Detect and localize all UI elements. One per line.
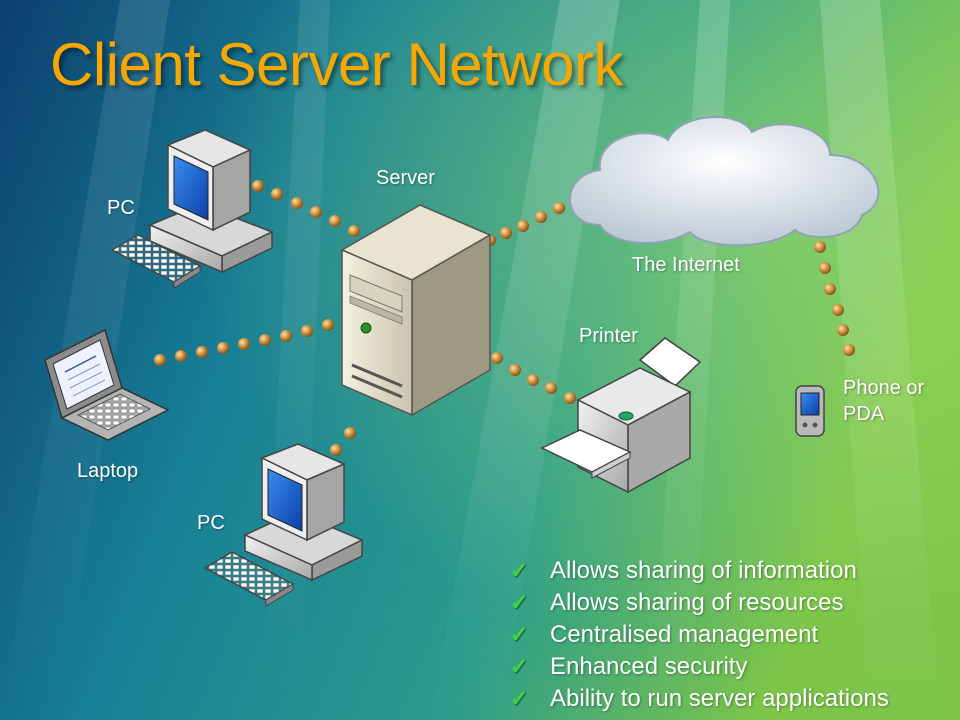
list-item-text: Centralised management [550, 621, 819, 648]
link-server-pc-bottom [330, 427, 356, 456]
link-internet-phone [809, 222, 855, 356]
label-internet: The Internet [632, 254, 740, 276]
cloud-icon [569, 116, 880, 247]
list-item-text: Allows sharing of information [550, 557, 857, 584]
desktop-computer-icon [110, 129, 274, 289]
label-server: Server [376, 167, 435, 189]
check-icon: ✓ [510, 590, 529, 615]
printer-icon [540, 337, 702, 494]
link-server-internet [484, 193, 585, 246]
label-pc-bottom: PC [197, 512, 225, 534]
list-item: ✓ Allows sharing of information [510, 555, 889, 587]
list-item: ✓ Enhanced security [510, 651, 889, 683]
link-server-laptop [154, 319, 334, 366]
check-icon: ✓ [510, 686, 529, 711]
list-item: ✓ Allows sharing of resources [510, 587, 889, 619]
list-item-text: Allows sharing of resources [550, 589, 844, 616]
label-pc-top: PC [107, 197, 135, 219]
check-icon: ✓ [510, 654, 529, 679]
page-title: Client Server Network [50, 31, 624, 98]
server-tower-icon [340, 204, 492, 417]
link-server-pc-top [252, 180, 360, 237]
list-item: ✓ Centralised management [510, 619, 889, 651]
list-item-text: Enhanced security [550, 653, 748, 680]
pda-icon [795, 385, 825, 437]
benefits-list: ✓ Allows sharing of information ✓ Allows s… [510, 555, 889, 715]
link-server-printer [491, 352, 576, 404]
check-icon: ✓ [510, 558, 529, 583]
label-printer: Printer [579, 325, 638, 347]
list-item: ✓ Ability to run server applications [510, 683, 889, 715]
label-laptop: Laptop [77, 460, 139, 482]
list-item-text: Ability to run server applications [550, 685, 889, 712]
laptop-icon [44, 328, 170, 441]
desktop-computer-icon [203, 443, 364, 607]
check-icon: ✓ [510, 622, 529, 647]
label-phone: Phone or PDA [843, 377, 925, 425]
